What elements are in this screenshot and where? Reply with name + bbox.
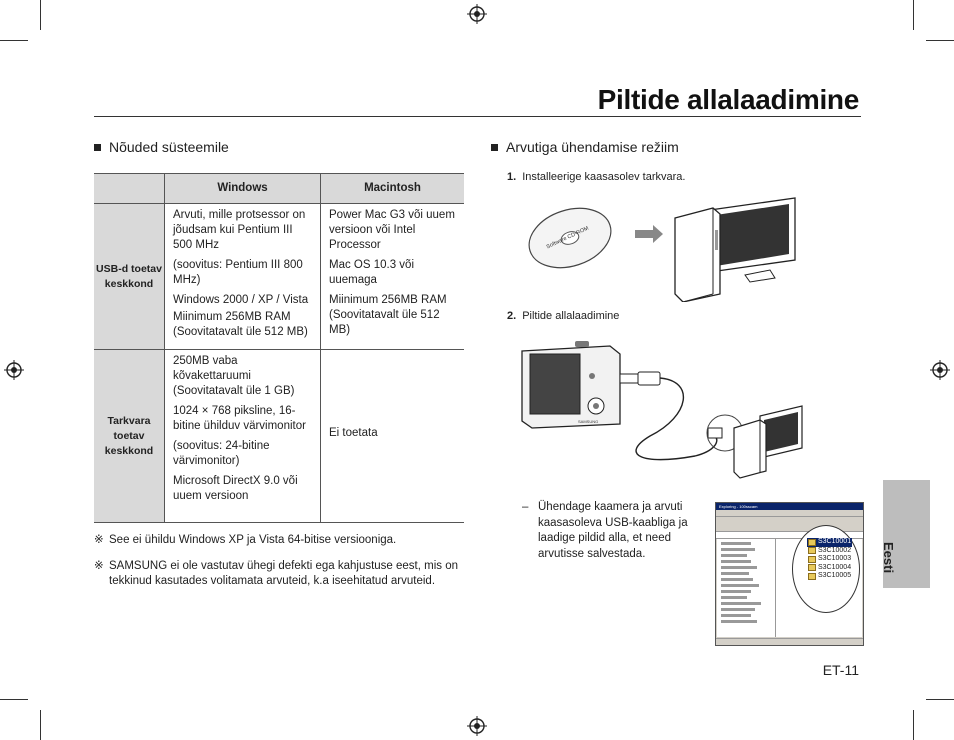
folder-icon [808,547,816,555]
requirement-text: Windows 2000 / XP / Vista [173,294,309,306]
requirement-text: Miinimum 256MB RAM (Soovitatavalt üle 51… [329,294,447,336]
step-number: 2. [507,310,517,322]
folder-item: S3C10005 [807,572,852,581]
requirement-text: Miinimum 256MB RAM (Soovitatavalt üle 51… [173,311,308,338]
footnote-text: See ei ühildu Windows XP ja Vista 64-bit… [109,534,397,546]
table-header-macintosh: Macintosh [320,173,464,204]
note-mark: ※ [94,534,104,546]
crop-mark [40,710,41,740]
side-tab-label: Eesti [881,542,896,574]
section-heading-text: Arvutiga ühendamise režiim [506,139,679,155]
folder-item: S3C10002 [807,547,852,556]
table-header-windows: Windows [164,173,321,204]
install-software-illustration: Software CD-ROM [528,197,796,302]
explorer-statusbar [716,638,863,645]
step-text: Piltide allalaadimine [522,310,620,322]
folder-icon [808,538,816,546]
section-heading-requirements: Nõuded süsteemile [94,139,229,155]
square-bullet-icon [94,143,101,151]
page-title: Piltide allalaadimine [597,84,860,115]
row-label-usb: USB-d toetav keskkond [94,203,165,350]
explorer-address-bar [716,532,863,539]
section-heading-connection: Arvutiga ühendamise režiim [491,139,679,155]
language-side-tab: Eesti [881,480,930,588]
registration-mark-icon [4,360,24,380]
step-text: Installeerige kaasasolev tarkvara. [522,171,686,183]
requirements-table: Windows Macintosh USB-d toetav keskkond … [94,173,464,523]
crop-mark [926,40,954,41]
crop-mark [926,699,954,700]
footnote: ※ See ei ühildu Windows XP ja Vista 64-b… [94,533,464,548]
folder-item: S3C10004 [807,564,852,573]
folder-icon [808,555,816,563]
instruction-text: Ühendage kaamera ja arvuti kaasasoleva U… [538,501,688,560]
registration-mark-icon [467,4,487,24]
table-header-corner [94,173,165,204]
section-heading-text: Nõuded süsteemile [109,139,229,155]
crop-mark [0,40,28,41]
folder-tree-pane [717,539,776,637]
title-divider [94,116,861,117]
requirement-text: Ei toetata [329,427,378,439]
crop-mark [0,699,28,700]
explorer-titlebar: Exploring - 100sscam [716,503,863,510]
requirement-text: Power Mac G3 või uuem versioon või Intel… [329,209,455,251]
crop-mark [40,0,41,30]
table-row: USB-d toetav keskkond Arvuti, mille prot… [94,203,464,350]
windows-cell-software: 250MB vaba kõvakettaruumi (Soovitatavalt… [164,349,321,523]
footnote: ※ SAMSUNG ei ole vastutav ühegi defekti … [94,559,464,589]
camera-connection-illustration: SAMSUNG [521,341,803,479]
step-1: 1. Installeerige kaasasolev tarkvara. [507,171,685,183]
note-mark: ※ [94,560,104,572]
registration-mark-icon [467,716,487,736]
requirement-text: 250MB vaba kõvakettaruumi (Soovitatavalt… [173,355,295,397]
requirement-text: (soovitus: 24-bitine värvimonitor) [173,440,270,467]
row-label-software: Tarkvara toetav keskkond [94,349,165,523]
dash-mark: – [522,501,529,513]
requirement-text: Arvuti, mille protsessor on jõudsam kui … [173,209,306,251]
arrow-right-icon [635,225,663,243]
page-number: ET-11 [822,662,859,678]
computer-icon [674,197,796,302]
requirement-text: 1024 × 768 piksline, 16-bitine ühilduv v… [173,405,306,432]
requirement-text: Mac OS 10.3 või uuemaga [329,259,415,286]
camera-brand: SAMSUNG [578,419,598,424]
cd-rom-icon: Software CD-ROM [528,207,612,269]
explorer-menubar [716,510,863,517]
windows-cell-usb: Arvuti, mille protsessor on jõudsam kui … [164,203,321,350]
footnote-text: SAMSUNG ei ole vastutav ühegi defekti eg… [109,560,459,587]
step-number: 1. [507,171,517,183]
crop-mark [913,710,914,740]
mac-cell-software: Ei toetata [320,349,464,523]
mac-cell-usb: Power Mac G3 või uuem versioon või Intel… [320,203,464,350]
usb-cable-icon [619,371,723,461]
registration-mark-icon [930,360,950,380]
folder-icon [808,564,816,572]
folder-icon [808,572,816,580]
requirement-text: (soovitus: Pentium III 800 MHz) [173,259,303,286]
instruction-item: – Ühendage kaamera ja arvuti kaasasoleva… [522,500,702,562]
table-row: Tarkvara toetav keskkond 250MB vaba kõva… [94,349,464,523]
folder-item: S3C10001 [807,538,853,547]
requirement-text: Microsoft DirectX 9.0 või uuem versioon [173,475,298,502]
crop-mark [913,0,914,30]
step-2: 2. Piltide allalaadimine [507,310,619,322]
computer-icon [706,405,803,479]
folder-zoom-callout: S3C10001 S3C10002 S3C10003 S3C10004 S3C1… [792,525,860,613]
folder-item: S3C10003 [807,555,852,564]
camera-icon: SAMSUNG [521,341,621,429]
square-bullet-icon [491,143,498,151]
